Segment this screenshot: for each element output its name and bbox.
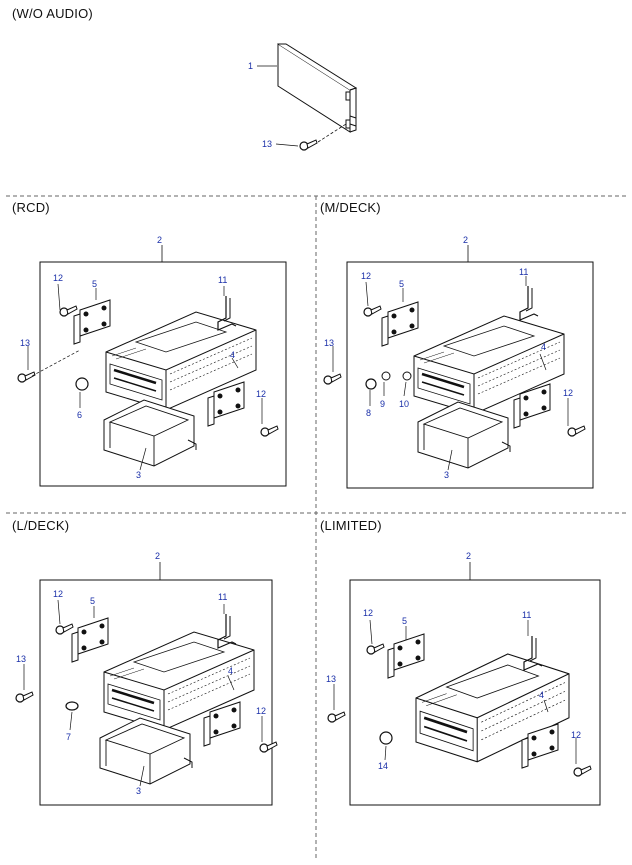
callout-8: 8 xyxy=(366,408,372,418)
ldeck-pocket xyxy=(99,717,193,785)
callout-2: 2 xyxy=(463,235,469,245)
callout-13: 13 xyxy=(262,139,273,149)
section-title-ldeck: (L/DECK) xyxy=(12,518,70,533)
mdeck-screw-13 xyxy=(323,373,342,385)
callout-3: 3 xyxy=(444,470,450,480)
section-title-mdeck: (M/DECK) xyxy=(320,200,381,215)
mdeck-clip xyxy=(519,285,539,321)
callout-6: 6 xyxy=(77,410,83,420)
callout-5: 5 xyxy=(399,279,405,289)
limited-knob-14 xyxy=(379,731,393,745)
callout-5: 5 xyxy=(402,616,408,626)
rcd-screw-12b xyxy=(260,425,279,437)
callout-3: 3 xyxy=(136,786,142,796)
callout-12: 12 xyxy=(563,388,574,398)
rcd-bracket-left xyxy=(73,299,111,345)
callout-5: 5 xyxy=(90,596,96,606)
callout-12: 12 xyxy=(53,589,64,599)
callout-13: 13 xyxy=(326,674,337,684)
section-title-rcd: (RCD) xyxy=(12,200,50,215)
section-dividers xyxy=(6,195,626,860)
mdeck-knob-8 xyxy=(365,378,377,390)
rcd-knob-6 xyxy=(75,377,89,391)
callout-12: 12 xyxy=(361,271,372,281)
section-title-limited: (LIMITED) xyxy=(320,518,382,533)
callout-11: 11 xyxy=(522,610,532,620)
callout-12: 12 xyxy=(363,608,374,618)
callout-4: 4 xyxy=(539,690,545,700)
wo-audio-screw xyxy=(299,139,318,151)
callout-10: 10 xyxy=(399,399,410,409)
mdeck-screw-12b xyxy=(567,425,586,437)
callout-13: 13 xyxy=(324,338,335,348)
callout-1: 1 xyxy=(248,61,254,71)
callout-5: 5 xyxy=(92,279,98,289)
callout-2: 2 xyxy=(155,551,161,561)
ldeck-knob-7 xyxy=(65,701,79,711)
leader-13-dashed xyxy=(317,123,347,143)
limited-screw-12b xyxy=(573,765,592,777)
ldeck-bracket-left xyxy=(71,617,109,663)
mdeck-pocket xyxy=(417,401,511,469)
leader-13 xyxy=(275,143,299,147)
rcd-pocket xyxy=(103,399,197,467)
mdeck-screw-12a xyxy=(363,305,382,317)
callout-13: 13 xyxy=(20,338,31,348)
callout-4: 4 xyxy=(228,666,234,676)
callout-12: 12 xyxy=(256,706,267,716)
callout-7: 7 xyxy=(66,732,72,742)
callout-14: 14 xyxy=(378,761,389,771)
mdeck-bracket-left xyxy=(381,301,419,347)
callout-2: 2 xyxy=(157,235,163,245)
rcd-screw-13 xyxy=(17,371,36,383)
mdeck-knob-10 xyxy=(402,371,412,381)
limited-screw-13 xyxy=(327,711,346,723)
wo-audio-cover-panel xyxy=(277,43,358,133)
callout-12: 12 xyxy=(571,730,582,740)
ldeck-screw-13 xyxy=(15,691,34,703)
ldeck-screw-12b xyxy=(259,741,278,753)
callout-13: 13 xyxy=(16,654,27,664)
limited-bracket-left xyxy=(387,633,425,679)
callout-3: 3 xyxy=(136,470,142,480)
callout-2: 2 xyxy=(466,551,472,561)
callout-11: 11 xyxy=(519,267,529,277)
limited-screw-12a xyxy=(366,643,385,655)
callout-12: 12 xyxy=(53,273,64,283)
mdeck-knob-9 xyxy=(381,371,391,381)
ldeck-frame xyxy=(39,579,273,806)
callout-11: 11 xyxy=(218,275,228,285)
limited-frame xyxy=(349,579,601,806)
callout-9: 9 xyxy=(380,399,386,409)
callout-12: 12 xyxy=(256,389,267,399)
section-title-wo-audio: (W/O AUDIO) xyxy=(12,6,93,21)
rcd-frame xyxy=(39,261,287,487)
callout-4: 4 xyxy=(541,342,547,352)
ldeck-screw-12a xyxy=(55,623,74,635)
mdeck-frame xyxy=(346,261,594,489)
callout-4: 4 xyxy=(230,350,236,360)
callout-11: 11 xyxy=(218,592,228,602)
rcd-screw-12a xyxy=(59,305,78,317)
